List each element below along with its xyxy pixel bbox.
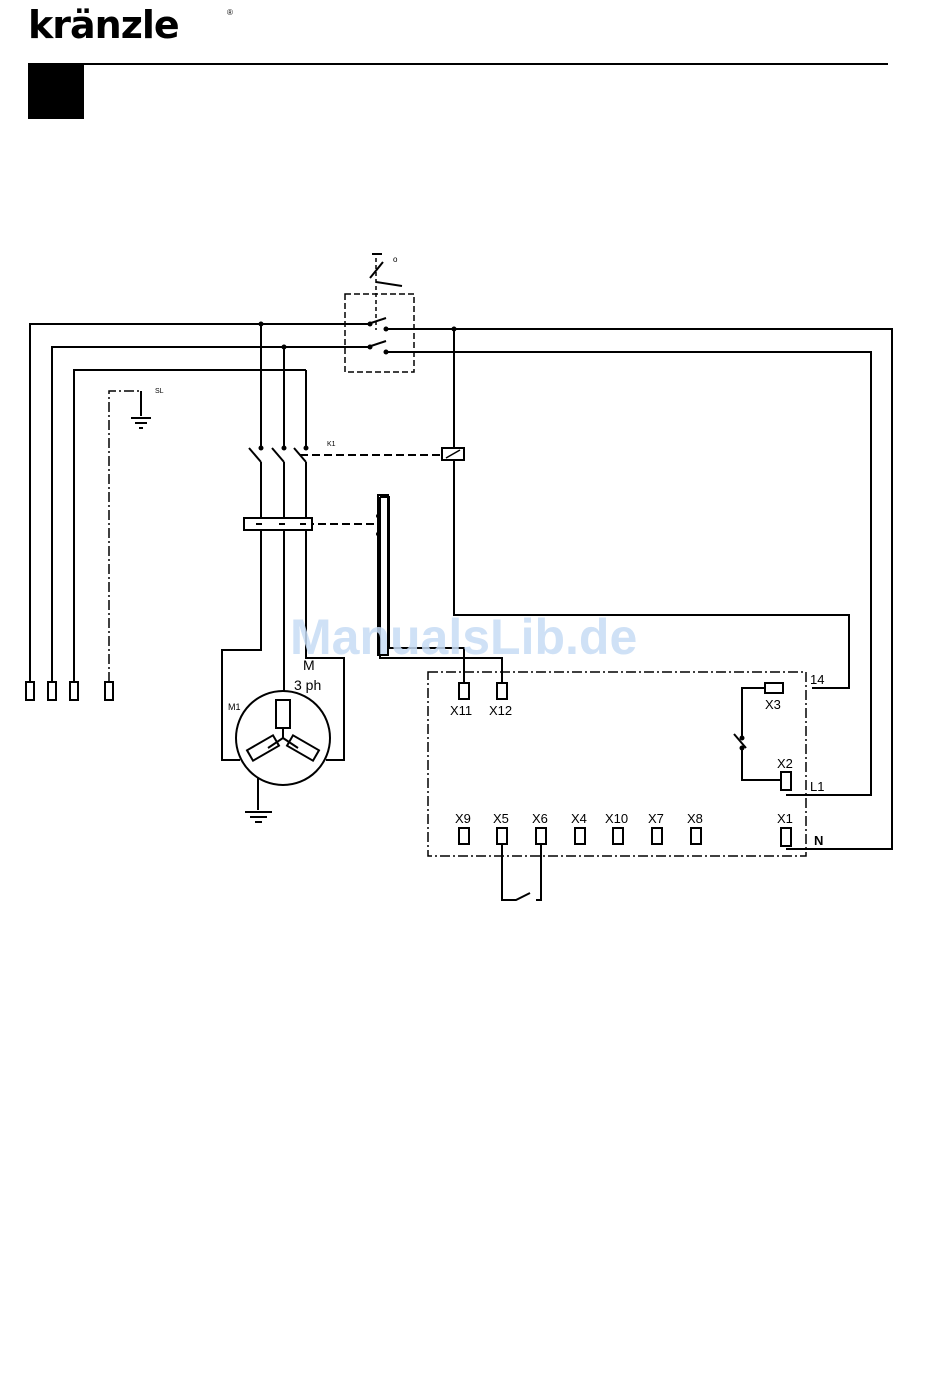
label-l1: L1 — [810, 779, 824, 794]
x3-switch-contact — [734, 734, 746, 748]
label-x8: X8 — [687, 811, 703, 826]
dash-switch-box — [345, 294, 414, 372]
label-motor-phase: 3 ph — [294, 677, 321, 693]
wire-x5-x6 — [502, 844, 541, 900]
watermark: ManualsLib.de — [290, 608, 637, 666]
label-x11: X11 — [450, 703, 472, 718]
plug-l2 — [48, 682, 56, 700]
motor-winding-1 — [276, 700, 290, 728]
label-14: 14 — [810, 672, 824, 687]
terminal-x3 — [765, 683, 783, 693]
wire-n-right — [386, 329, 892, 849]
label-x1: X1 — [777, 811, 793, 826]
terminal-x9 — [459, 828, 469, 844]
label-x2: X2 — [777, 756, 793, 771]
label-x5: X5 — [493, 811, 509, 826]
dash-sl — [109, 391, 141, 682]
terminal-x12 — [497, 683, 507, 699]
terminal-x4 — [575, 828, 585, 844]
wire-l1-right — [386, 352, 871, 795]
label-n: N — [814, 833, 823, 848]
label-x9: X9 — [455, 811, 471, 826]
label-x12: X12 — [489, 703, 512, 718]
label-x4: X4 — [571, 811, 587, 826]
terminal-x1 — [781, 828, 791, 846]
label-sl: SL — [155, 388, 164, 395]
label-m1: M1 — [228, 702, 241, 712]
terminal-x5 — [497, 828, 507, 844]
terminal-x11 — [459, 683, 469, 699]
plug-pe — [105, 682, 113, 700]
terminal-x7 — [652, 828, 662, 844]
label-x3: X3 — [765, 697, 781, 712]
label-x10: X10 — [605, 811, 628, 826]
wire-x2-switch — [742, 748, 780, 780]
wire-x3-switch — [742, 688, 765, 738]
label-x6: X6 — [532, 811, 548, 826]
sl-ground-symbol — [131, 391, 151, 428]
label-x7: X7 — [648, 811, 664, 826]
k1-contact-1 — [249, 448, 261, 462]
label-k1: K1 — [327, 441, 336, 448]
terminal-x6 — [536, 828, 546, 844]
terminal-x8 — [691, 828, 701, 844]
label-switch-zero: o — [393, 255, 398, 264]
terminal-x2 — [781, 772, 791, 790]
ground-symbol — [245, 812, 272, 822]
terminal-x10 — [613, 828, 623, 844]
plug-l3 — [70, 682, 78, 700]
k1-contact-2 — [272, 448, 284, 462]
plug-l1 — [26, 682, 34, 700]
